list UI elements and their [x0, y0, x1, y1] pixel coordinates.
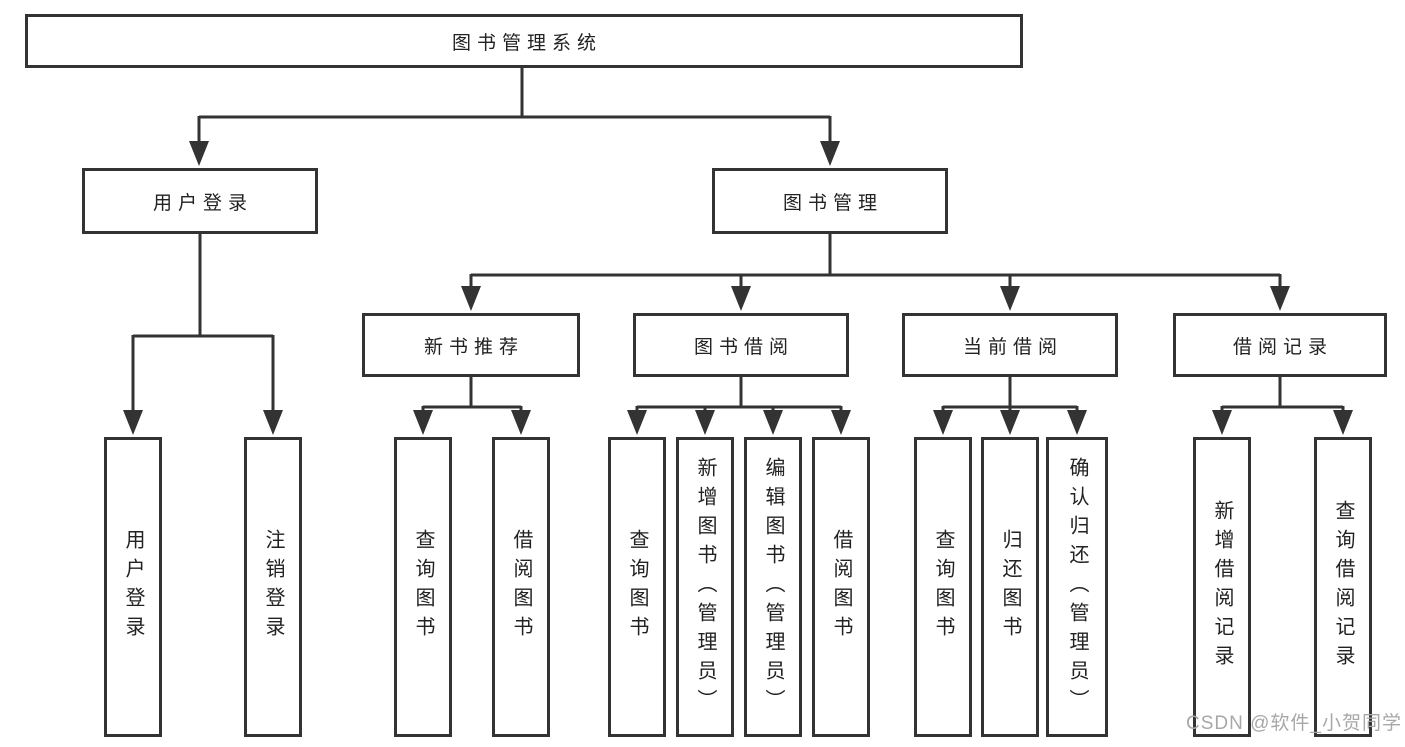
leaf-label: 借阅图书 [510, 529, 532, 645]
watermark: CSDN @软件_小贺同学 [1186, 713, 1402, 734]
leaf-label: 新增图书（管理员） [694, 456, 716, 718]
node-label: 借阅记录 [1232, 336, 1333, 358]
leaf-logout: 注销登录 [244, 437, 302, 737]
leaf-label: 查询图书 [626, 529, 648, 645]
leaf-add-borrow-record: 新增借阅记录 [1193, 437, 1251, 737]
leaf-query-borrow-record: 查询借阅记录 [1314, 437, 1372, 737]
node-borrowing-records: 借阅记录 [1173, 313, 1387, 377]
node-label: 当前借阅 [962, 336, 1063, 358]
leaf-borrow-books: 借阅图书 [812, 437, 870, 737]
leaf-label: 用户登录 [122, 529, 144, 645]
leaf-label: 归还图书 [999, 529, 1021, 645]
leaf-return-book: 归还图书 [981, 437, 1039, 737]
leaf-user-login: 用户登录 [104, 437, 162, 737]
node-library-system: 图书管理系统 [25, 14, 1023, 68]
leaf-query-books-recommend: 查询图书 [394, 437, 452, 737]
leaf-label: 查询图书 [932, 529, 954, 645]
leaf-confirm-return-admin: 确认归还（管理员） [1046, 437, 1108, 737]
node-user-login: 用户登录 [82, 168, 318, 234]
node-label: 新书推荐 [423, 336, 524, 358]
leaf-label: 编辑图书（管理员） [762, 456, 784, 718]
leaf-add-book-admin: 新增图书（管理员） [676, 437, 734, 737]
leaf-label: 注销登录 [262, 529, 284, 645]
leaf-label: 新增借阅记录 [1211, 500, 1233, 674]
leaf-label: 查询借阅记录 [1332, 500, 1354, 674]
leaf-edit-book-admin: 编辑图书（管理员） [744, 437, 802, 737]
leaf-query-books-borrowing: 查询图书 [608, 437, 666, 737]
leaf-label: 借阅图书 [830, 529, 852, 645]
leaf-borrow-books-recommend: 借阅图书 [492, 437, 550, 737]
node-label: 图书管理 [782, 192, 883, 214]
node-book-borrowing: 图书借阅 [633, 313, 849, 377]
node-label: 图书管理系统 [451, 32, 602, 54]
leaf-label: 确认归还（管理员） [1066, 456, 1088, 718]
node-current-borrowing: 当前借阅 [902, 313, 1118, 377]
node-label: 用户登录 [152, 192, 253, 214]
node-new-book-recommend: 新书推荐 [362, 313, 580, 377]
leaf-label: 查询图书 [412, 529, 434, 645]
leaf-query-books-current: 查询图书 [914, 437, 972, 737]
node-book-management: 图书管理 [712, 168, 948, 234]
node-label: 图书借阅 [693, 336, 794, 358]
